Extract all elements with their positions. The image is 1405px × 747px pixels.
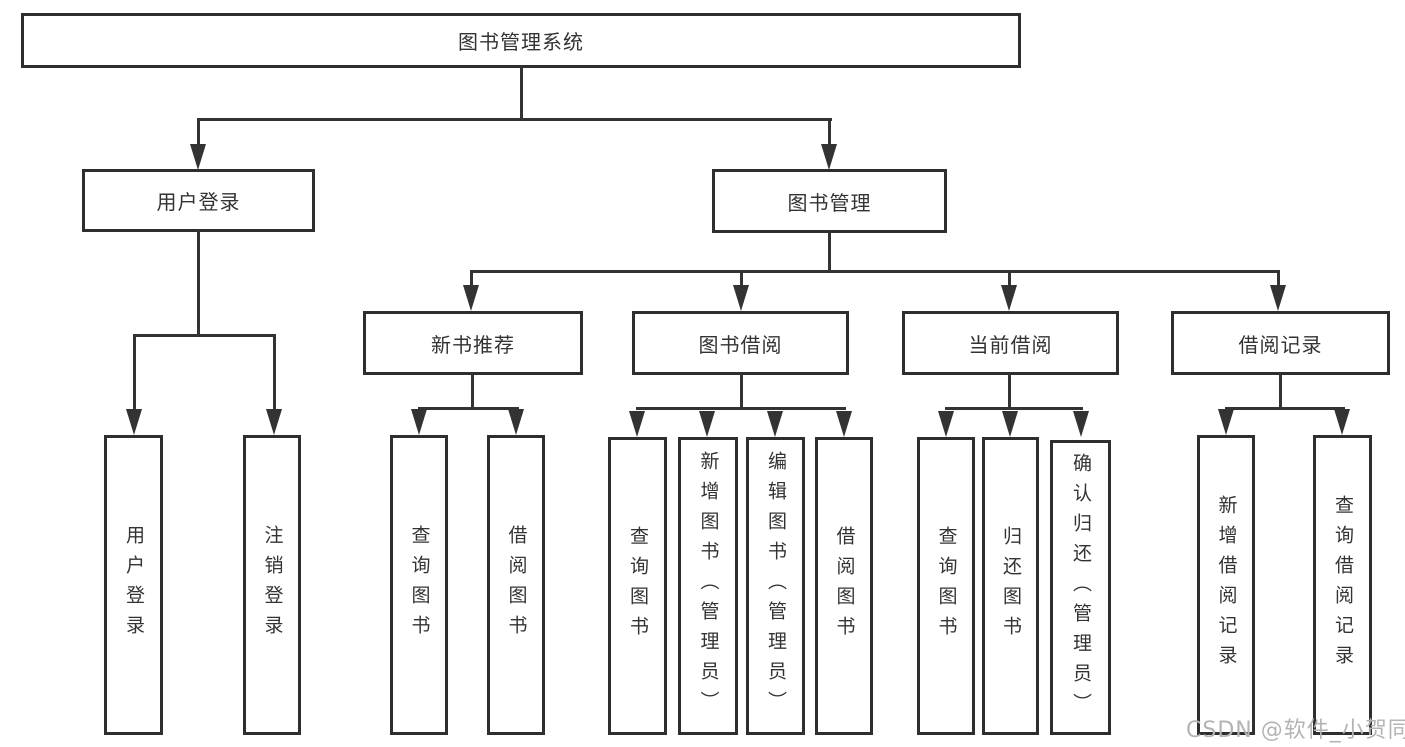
node-label: 新书推荐 [431,332,515,357]
node-current-borrowing: 当前借阅 [902,311,1119,375]
arrow-down-icon [463,285,479,311]
leaf-user-login: 用户登录 [104,435,163,735]
connector-line [197,118,832,121]
arrow-down-icon [508,409,524,435]
connector-line [828,231,831,272]
arrow-down-icon [190,144,206,170]
node-label: 图书管理 [787,190,872,215]
connector-line [1279,373,1282,409]
connector-line [1277,270,1280,286]
connector-line [636,407,846,410]
node-library-management-system: 图书管理系统 [21,13,1021,68]
node-borrowing-records: 借阅记录 [1171,311,1390,375]
connector-line [273,334,276,410]
leaf-borrow-books: 借阅图书 [815,437,873,735]
connector-line [418,407,519,410]
arrow-down-icon [1334,409,1350,435]
leaf-confirm-return-admin: 确认归还（管理员） [1050,440,1111,735]
arrow-down-icon [938,411,954,437]
arrow-down-icon [1073,411,1089,437]
connector-line [945,407,1083,410]
node-book-borrowing: 图书借阅 [632,311,849,375]
connector-line [1008,373,1011,409]
arrow-down-icon [266,409,282,435]
connector-line [133,334,136,410]
arrow-down-icon [1001,285,1017,311]
leaf-query-books: 查询图书 [917,437,975,735]
connector-line [133,334,276,337]
node-label: 借阅记录 [1238,332,1323,357]
arrow-down-icon [699,411,715,437]
arrow-down-icon [1002,411,1018,437]
node-book-management: 图书管理 [712,169,947,233]
node-label: 当前借阅 [968,332,1053,357]
connector-line [740,373,743,409]
connector-line [740,270,743,286]
connector-line [1008,270,1011,286]
connector-line [1225,407,1345,410]
arrow-down-icon [821,144,837,170]
connector-line [471,373,474,409]
node-label: 用户登录 [156,190,241,214]
connector-line [828,118,831,145]
node-label: 图书借阅 [698,332,783,357]
node-new-book-recommendation: 新书推荐 [363,311,583,375]
arrow-down-icon [411,409,427,435]
connector-line [520,66,523,120]
leaf-return-books: 归还图书 [982,437,1039,735]
leaf-logout: 注销登录 [243,435,301,735]
csdn-watermark: CSDN @软件_小贺同学 [1186,718,1405,743]
node-user-login: 用户登录 [82,169,315,232]
connector-line [470,270,1280,273]
arrow-down-icon [1270,285,1286,311]
arrow-down-icon [767,411,783,437]
arrow-down-icon [836,411,852,437]
leaf-query-books: 查询图书 [608,437,667,735]
leaf-query-borrow-record: 查询借阅记录 [1313,435,1372,735]
leaf-edit-book-admin: 编辑图书（管理员） [746,437,805,735]
arrow-down-icon [733,285,749,311]
arrow-down-icon [1218,409,1234,435]
arrow-down-icon [126,409,142,435]
leaf-query-books: 查询图书 [390,435,448,735]
connector-line [197,230,200,336]
node-label: 图书管理系统 [458,30,584,54]
leaf-borrow-books: 借阅图书 [487,435,545,735]
leaf-add-borrow-record: 新增借阅记录 [1197,435,1255,735]
connector-line [197,118,200,145]
connector-line [470,270,473,286]
arrow-down-icon [629,411,645,437]
leaf-add-book-admin: 新增图书（管理员） [678,437,738,735]
